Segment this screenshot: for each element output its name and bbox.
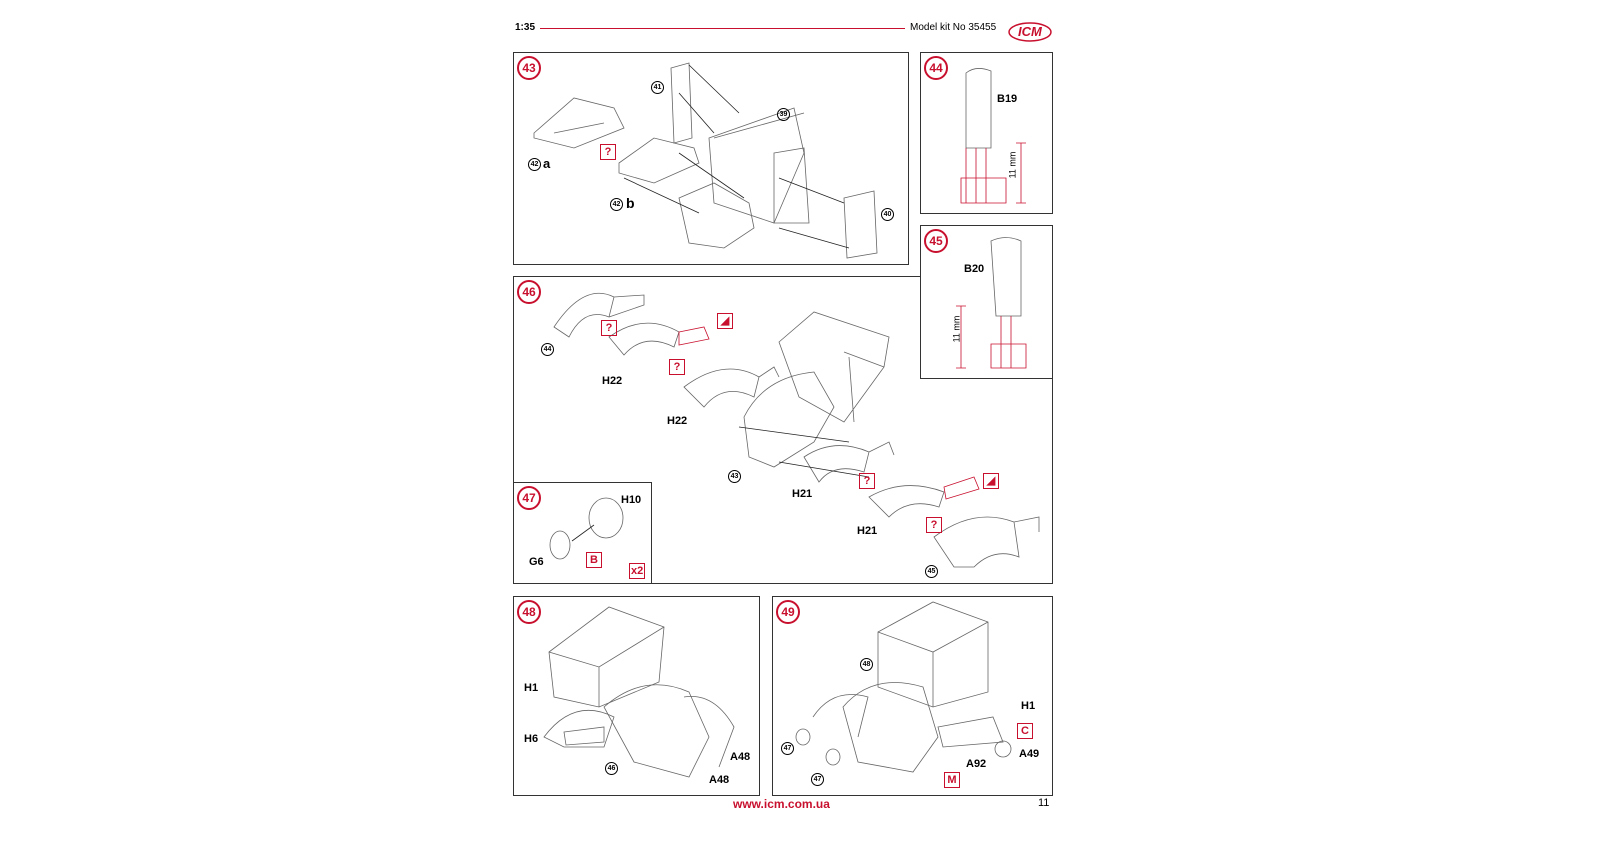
unknown-mark: ? bbox=[669, 359, 685, 375]
unknown-mark: ? bbox=[859, 473, 875, 489]
step-number: 43 bbox=[517, 56, 541, 80]
svg-text:ICM: ICM bbox=[1018, 24, 1043, 39]
cab-final-drawing bbox=[795, 601, 1012, 773]
part-g6: G6 bbox=[529, 556, 544, 568]
unknown-mark: ? bbox=[600, 144, 616, 160]
ref-46: 46 bbox=[605, 762, 618, 775]
step-49-panel: 49 48 47 47 H1 A49 A92 C M bbox=[772, 596, 1053, 796]
dimension-label: 11 mm bbox=[1007, 151, 1018, 179]
fender-assembly-drawing bbox=[553, 292, 1040, 568]
headlight-drawing bbox=[549, 497, 624, 560]
part-h22: H22 bbox=[667, 415, 688, 427]
step-number: 45 bbox=[924, 229, 948, 253]
icm-logo: ICM bbox=[1008, 18, 1052, 46]
mark-c: C bbox=[1017, 723, 1033, 739]
page-number: 11 bbox=[1038, 797, 1050, 809]
ref-39: 39 bbox=[777, 108, 790, 121]
part-h10: H10 bbox=[621, 494, 642, 506]
mudflap-drawing bbox=[960, 68, 1026, 204]
ref-42: 42 bbox=[528, 158, 541, 171]
option-a-label: a bbox=[543, 156, 551, 171]
ref-45: 45 bbox=[925, 565, 938, 578]
ref-44: 44 bbox=[541, 343, 554, 356]
part-h21: H21 bbox=[857, 525, 878, 537]
cab-assembly-drawing bbox=[533, 62, 878, 259]
step-number: 48 bbox=[517, 600, 541, 624]
kit-number: Model kit No 35455 bbox=[910, 22, 997, 33]
part-h21: H21 bbox=[792, 488, 813, 500]
part-h1: H1 bbox=[524, 682, 539, 694]
step-number: 44 bbox=[924, 56, 948, 80]
part-a48: A48 bbox=[709, 774, 730, 786]
step-number: 49 bbox=[776, 600, 800, 624]
quantity-x2: x2 bbox=[629, 563, 646, 579]
step-43-panel: 43 41 39 40 42 a 42 b ? bbox=[513, 52, 909, 265]
ref-47: 47 bbox=[781, 742, 794, 755]
scale-label: 1:35 bbox=[515, 22, 536, 33]
ref-48: 48 bbox=[860, 658, 873, 671]
ref-43: 43 bbox=[728, 470, 741, 483]
step-45-panel: 45 B20 11 mm bbox=[920, 225, 1053, 379]
part-b20: B20 bbox=[964, 263, 985, 275]
unknown-mark: ? bbox=[601, 320, 617, 336]
paint-mark-icon: ◢ bbox=[717, 313, 733, 329]
part-a92: A92 bbox=[966, 758, 987, 770]
dimension-label: 11 mm bbox=[951, 315, 962, 343]
unknown-mark: ? bbox=[926, 517, 942, 533]
step-44-panel: 44 B19 11 mm bbox=[920, 52, 1053, 214]
option-b-label: b bbox=[626, 195, 635, 211]
ref-47: 47 bbox=[811, 773, 824, 786]
website-link[interactable]: www.icm.com.ua bbox=[733, 797, 830, 811]
part-h1: H1 bbox=[1021, 700, 1036, 712]
part-b19: B19 bbox=[997, 93, 1018, 105]
mudflap-drawing bbox=[956, 237, 1027, 369]
step-48-panel: 48 H1 H6 A48 A48 46 bbox=[513, 596, 760, 796]
mark-b: B bbox=[586, 552, 602, 568]
step-number: 46 bbox=[517, 280, 541, 304]
cab-with-fenders-drawing bbox=[543, 606, 735, 778]
step-47-panel: 47 H10 G6 B x2 bbox=[513, 482, 652, 584]
ref-40: 40 bbox=[881, 208, 894, 221]
part-a49: A49 bbox=[1019, 748, 1040, 760]
part-a48: A48 bbox=[730, 751, 751, 763]
header-rule bbox=[540, 28, 905, 29]
ref-42: 42 bbox=[610, 198, 623, 211]
part-h6: H6 bbox=[524, 733, 539, 745]
ref-41: 41 bbox=[651, 81, 664, 94]
mark-m: M bbox=[944, 772, 960, 788]
step-number: 47 bbox=[517, 486, 541, 510]
paint-mark-icon: ◢ bbox=[983, 473, 999, 489]
part-h22: H22 bbox=[602, 375, 623, 387]
